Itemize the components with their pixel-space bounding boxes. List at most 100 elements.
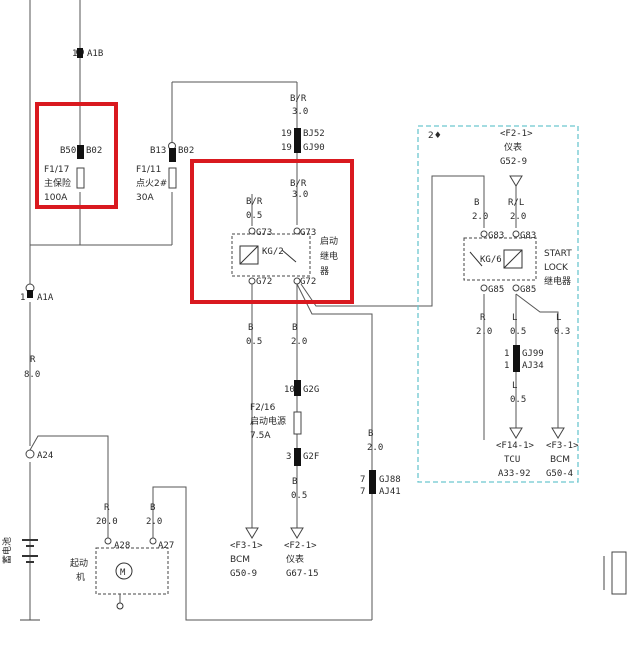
svg-text:<F2-1>: <F2-1>: [284, 541, 317, 551]
svg-text:1: 1: [20, 293, 25, 303]
svg-text:2.0: 2.0: [510, 212, 526, 222]
svg-text:F1/17: F1/17: [44, 165, 69, 175]
svg-text:B/R: B/R: [246, 197, 263, 207]
svg-text:GJ99: GJ99: [522, 349, 544, 359]
svg-text:0.3: 0.3: [554, 327, 570, 337]
svg-text:M: M: [120, 568, 126, 578]
svg-text:B: B: [292, 477, 297, 487]
svg-text:R: R: [104, 503, 110, 513]
svg-text:0.5: 0.5: [291, 491, 307, 501]
svg-text:BCM: BCM: [230, 555, 250, 565]
svg-text:R/L: R/L: [508, 198, 524, 208]
svg-text:A33-92: A33-92: [498, 469, 531, 479]
svg-text:B02: B02: [178, 146, 194, 156]
svg-text:BJ52: BJ52: [303, 129, 325, 139]
svg-text:B: B: [248, 323, 253, 333]
svg-text:8.0: 8.0: [24, 370, 40, 380]
start-relay-highlight: [190, 159, 354, 304]
svg-text:B: B: [368, 429, 373, 439]
edge-symbol: [603, 551, 627, 595]
svg-text:G52-9: G52-9: [500, 157, 527, 167]
main-fuse-highlight: [35, 102, 118, 209]
connector-bj52: B/R 3.0 19 BJ52 19 GJ90: [281, 94, 325, 153]
svg-text:G72: G72: [256, 277, 272, 287]
svg-text:器: 器: [320, 266, 329, 277]
svg-text:机: 机: [76, 571, 85, 583]
svg-text:G50-4: G50-4: [546, 469, 573, 479]
svg-text:G85: G85: [520, 285, 536, 295]
svg-text:A28: A28: [114, 541, 130, 551]
svg-text:B02: B02: [86, 146, 102, 156]
svg-text:继电: 继电: [320, 250, 338, 262]
svg-text:LOCK: LOCK: [544, 263, 569, 273]
svg-text:G2F: G2F: [303, 452, 319, 462]
svg-text:仪表: 仪表: [504, 141, 522, 153]
svg-text:START: START: [544, 249, 572, 259]
svg-text:3: 3: [286, 452, 291, 462]
svg-text:KG/2: KG/2: [262, 247, 284, 257]
start-relay: B/R 0.5 B/R 3.0 G73 G73 KG/2 G72 G72 启动 …: [231, 179, 338, 287]
svg-text:G72: G72: [300, 277, 316, 287]
svg-text:1: 1: [504, 361, 509, 371]
svg-text:0.5: 0.5: [246, 337, 262, 347]
main-fuse: B50 B02 F1/17 主保险 100A: [44, 145, 102, 203]
svg-text:B/R: B/R: [290, 179, 307, 189]
svg-text:R: R: [30, 355, 36, 365]
svg-text:GJ88: GJ88: [379, 475, 401, 485]
svg-text:7.5A: 7.5A: [250, 431, 271, 441]
svg-text:2.0: 2.0: [367, 443, 383, 453]
section-2-label: 2♦: [428, 131, 442, 141]
svg-text:<F2-1>: <F2-1>: [500, 129, 533, 139]
svg-text:<F14-1>: <F14-1>: [496, 441, 535, 451]
svg-text:L: L: [512, 313, 517, 323]
svg-text:0.5: 0.5: [510, 327, 526, 337]
svg-text:G73: G73: [300, 228, 316, 238]
wires: [29, 0, 559, 621]
svg-text:2.0: 2.0: [291, 337, 307, 347]
svg-text:<F3-1>: <F3-1>: [546, 441, 579, 451]
svg-text:G85: G85: [488, 285, 504, 295]
svg-text:7: 7: [360, 475, 365, 485]
svg-text:F2/16: F2/16: [250, 403, 276, 413]
svg-text:启动电源: 启动电源: [250, 415, 286, 427]
svg-text:A27: A27: [158, 541, 174, 551]
svg-text:30A: 30A: [136, 193, 154, 203]
svg-text:主保险: 主保险: [44, 177, 71, 189]
svg-text:10: 10: [284, 385, 295, 395]
svg-text:G50-9: G50-9: [230, 569, 257, 579]
svg-text:B: B: [474, 198, 479, 208]
svg-text:启动: 启动: [320, 235, 338, 247]
battery-label: 蓄电池: [1, 537, 13, 564]
svg-text:点火2#: 点火2#: [136, 178, 167, 189]
ignition-fuse: B13 B02 F1/11 点火2# 30A: [136, 142, 194, 203]
svg-text:B13: B13: [150, 146, 166, 156]
start-lock-relay: <F2-1> 仪表 G52-9 B 2.0 R/L 2.0 G83 G83 KG…: [463, 129, 579, 479]
svg-text:0.5: 0.5: [246, 211, 262, 221]
svg-text:KG/6: KG/6: [480, 255, 502, 265]
svg-text:100A: 100A: [44, 193, 68, 203]
svg-text:B: B: [292, 323, 297, 333]
svg-text:3.0: 3.0: [292, 107, 308, 117]
svg-text:G73: G73: [256, 228, 272, 238]
svg-text:3.0: 3.0: [292, 190, 308, 200]
svg-text:AJ41: AJ41: [379, 487, 401, 497]
svg-text:20.0: 20.0: [96, 517, 118, 527]
svg-text:GJ90: GJ90: [303, 143, 325, 153]
svg-text:G83: G83: [488, 231, 504, 241]
svg-text:2.0: 2.0: [146, 517, 162, 527]
svg-text:A24: A24: [37, 451, 53, 461]
svg-text:L: L: [512, 381, 517, 391]
svg-text:1: 1: [72, 49, 77, 59]
svg-text:19: 19: [281, 129, 292, 139]
svg-text:仪表: 仪表: [286, 553, 304, 565]
connector-a1b: 1 A1B: [72, 48, 103, 59]
svg-text:A1A: A1A: [37, 293, 54, 303]
left-trunk: 1 A1A R 8.0 A24 蓄电池: [1, 283, 54, 621]
svg-text:B50: B50: [60, 146, 76, 156]
svg-text:起动: 起动: [70, 558, 88, 569]
svg-text:19: 19: [281, 143, 292, 153]
svg-text:2.0: 2.0: [472, 212, 488, 222]
svg-text:1: 1: [504, 349, 509, 359]
